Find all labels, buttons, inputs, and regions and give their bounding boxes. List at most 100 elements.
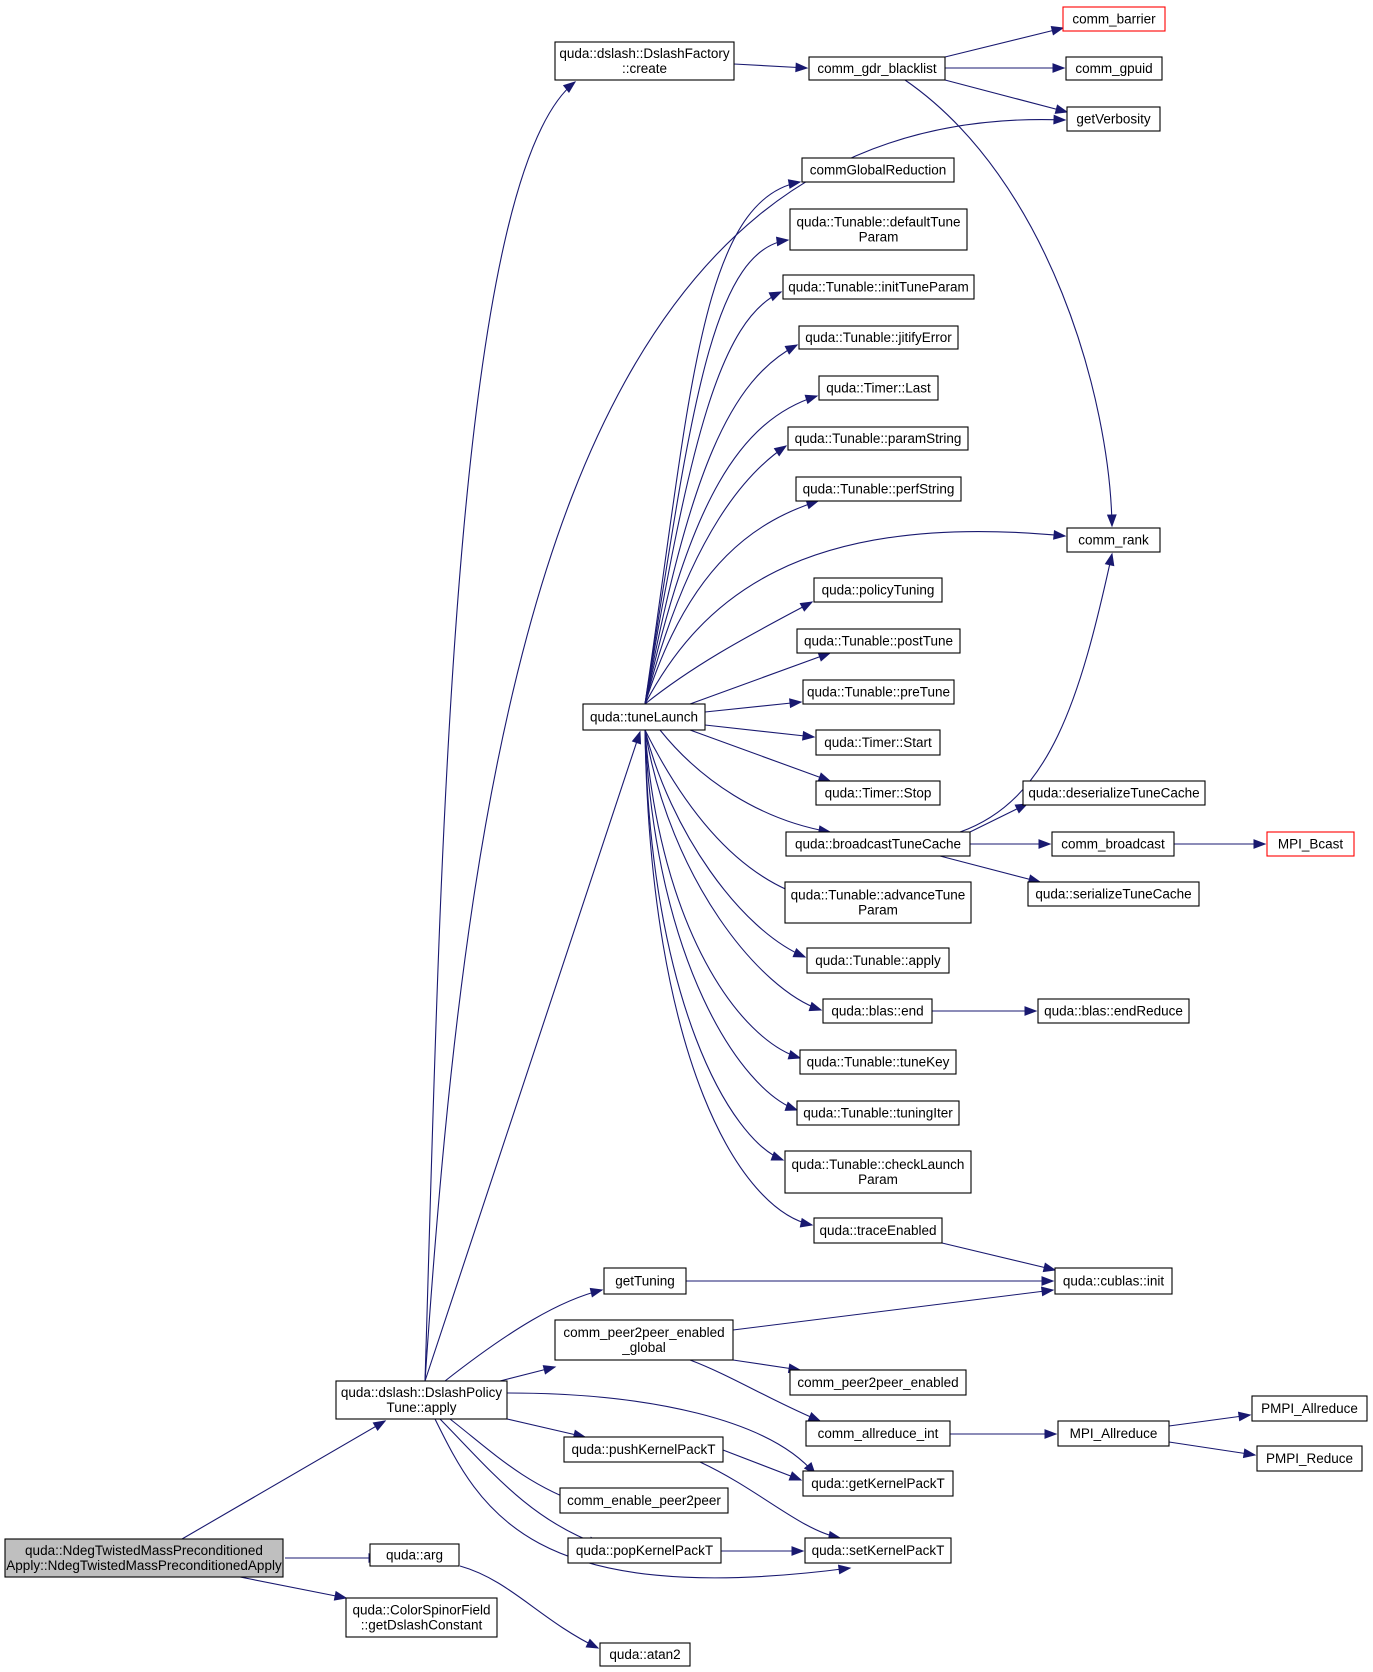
node-commbcast[interactable]: comm_broadcast [1051,831,1175,857]
node-box-verbosity[interactable] [1066,106,1161,132]
node-tunekey[interactable]: quda::Tunable::tuneKey [799,1049,957,1075]
node-box-advtune[interactable] [784,881,972,924]
node-getdslash[interactable]: quda::ColorSpinorField::getDslashConstan… [345,1597,498,1638]
node-jitify[interactable]: quda::Tunable::jitifyError [798,325,959,350]
node-box-trace[interactable] [813,1217,943,1244]
node-pushkernel[interactable]: quda::pushKernelPackT [563,1436,724,1463]
node-serial[interactable]: quda::serializeTuneCache [1027,881,1200,907]
node-root[interactable]: quda::NdegTwistedMassPreconditionedApply… [4,1538,284,1578]
node-box-pmpireduce[interactable] [1256,1445,1363,1472]
node-box-gdrblack[interactable] [808,56,946,81]
node-box-blasend[interactable] [822,998,933,1024]
node-box-bcasttc[interactable] [785,831,971,857]
node-barrier[interactable]: comm_barrier [1062,6,1166,32]
node-p2penabled[interactable]: comm_peer2peer_enabled [789,1369,967,1396]
node-box-perfstr[interactable] [795,476,962,502]
node-trace[interactable]: quda::traceEnabled [813,1217,943,1244]
node-box-endreduce[interactable] [1037,998,1190,1024]
node-box-root[interactable] [4,1538,284,1578]
node-mpiallreduce[interactable]: MPI_Allreduce [1057,1420,1170,1447]
node-policytuning[interactable]: quda::policyTuning [813,577,943,603]
node-box-p2pglobal[interactable] [554,1319,734,1361]
node-box-checklaunch[interactable] [784,1150,972,1194]
node-box-posttune[interactable] [796,628,961,654]
node-box-pushkernel[interactable] [563,1436,724,1463]
node-tunelaunch[interactable]: quda::tuneLaunch [582,703,706,731]
node-posttune[interactable]: quda::Tunable::postTune [796,628,961,654]
node-box-timerlast[interactable] [818,375,939,401]
node-enablep2p[interactable]: comm_enable_peer2peer [559,1487,729,1514]
node-perfstr[interactable]: quda::Tunable::perfString [795,476,962,502]
node-gdrblack[interactable]: comm_gdr_blacklist [808,56,946,81]
node-box-mpiallreduce[interactable] [1057,1420,1170,1447]
node-box-deserial[interactable] [1022,780,1206,806]
node-popkernel[interactable]: quda::popKernelPackT [567,1537,722,1564]
node-box-timerstart[interactable] [815,729,941,756]
node-p2pglobal[interactable]: comm_peer2peer_enabled_global [554,1319,734,1361]
node-box-tunekey[interactable] [799,1049,957,1075]
node-box-globalred[interactable] [801,157,955,183]
node-box-barrier[interactable] [1062,6,1166,32]
node-timerlast[interactable]: quda::Timer::Last [818,375,939,401]
node-timerstart[interactable]: quda::Timer::Start [815,729,941,756]
node-box-enablep2p[interactable] [559,1487,729,1514]
node-paramstr[interactable]: quda::Tunable::paramString [787,426,969,451]
node-factory[interactable]: quda::dslash::DslashFactory::create [554,41,735,81]
node-mpibcast[interactable]: MPI_Bcast [1266,831,1355,857]
node-arg[interactable]: quda::arg [369,1543,460,1567]
node-box-popkernel[interactable] [567,1537,722,1564]
node-box-getkernel[interactable] [802,1470,954,1497]
node-globalred[interactable]: commGlobalReduction [801,157,955,183]
node-cublasinit[interactable]: quda::cublas::init [1054,1267,1173,1295]
node-box-pretune[interactable] [802,679,955,705]
node-box-jitify[interactable] [798,325,959,350]
node-box-pmpiallreduce[interactable] [1251,1395,1368,1422]
node-box-policyapply[interactable] [335,1380,508,1420]
node-box-commrank[interactable] [1066,527,1161,553]
node-box-mpibcast[interactable] [1266,831,1355,857]
node-box-serial[interactable] [1027,881,1200,907]
node-verbosity[interactable]: getVerbosity [1066,106,1161,132]
node-pmpiallreduce[interactable]: PMPI_Allreduce [1251,1395,1368,1422]
node-timerstop[interactable]: quda::Timer::Stop [815,780,941,806]
node-box-deftune[interactable] [789,208,968,251]
node-tuningiter[interactable]: quda::Tunable::tuningIter [796,1100,960,1126]
node-bcasttc[interactable]: quda::broadcastTuneCache [785,831,971,857]
node-gettuning[interactable]: getTuning [603,1267,687,1295]
node-box-cublasinit[interactable] [1054,1267,1173,1295]
node-box-tunelaunch[interactable] [582,703,706,731]
node-pretune[interactable]: quda::Tunable::preTune [802,679,955,705]
node-allreduceint[interactable]: comm_allreduce_int [805,1420,951,1447]
node-box-factory[interactable] [554,41,735,81]
node-setkernel[interactable]: quda::setKernelPackT [804,1537,952,1564]
node-tunapply[interactable]: quda::Tunable::apply [806,947,950,974]
node-box-tuningiter[interactable] [796,1100,960,1126]
node-commrank[interactable]: comm_rank [1066,527,1161,553]
node-box-arg[interactable] [369,1543,460,1567]
node-atan2[interactable]: quda::atan2 [599,1642,691,1667]
node-box-policytuning[interactable] [813,577,943,603]
node-deserial[interactable]: quda::deserializeTuneCache [1022,780,1206,806]
node-box-commbcast[interactable] [1051,831,1175,857]
node-endreduce[interactable]: quda::blas::endReduce [1037,998,1190,1024]
node-box-getdslash[interactable] [345,1597,498,1638]
node-blasend[interactable]: quda::blas::end [822,998,933,1024]
node-box-allreduceint[interactable] [805,1420,951,1447]
node-box-p2penabled[interactable] [789,1369,967,1396]
node-box-inittune[interactable] [782,274,975,300]
node-getkernel[interactable]: quda::getKernelPackT [802,1470,954,1497]
node-box-timerstop[interactable] [815,780,941,806]
node-box-gettuning[interactable] [603,1267,687,1295]
node-pmpireduce[interactable]: PMPI_Reduce [1256,1445,1363,1472]
node-gpuid[interactable]: comm_gpuid [1065,56,1163,81]
node-inittune[interactable]: quda::Tunable::initTuneParam [782,274,975,300]
node-box-atan2[interactable] [599,1642,691,1667]
node-box-paramstr[interactable] [787,426,969,451]
node-box-setkernel[interactable] [804,1537,952,1564]
node-box-tunapply[interactable] [806,947,950,974]
node-box-gpuid[interactable] [1065,56,1163,81]
